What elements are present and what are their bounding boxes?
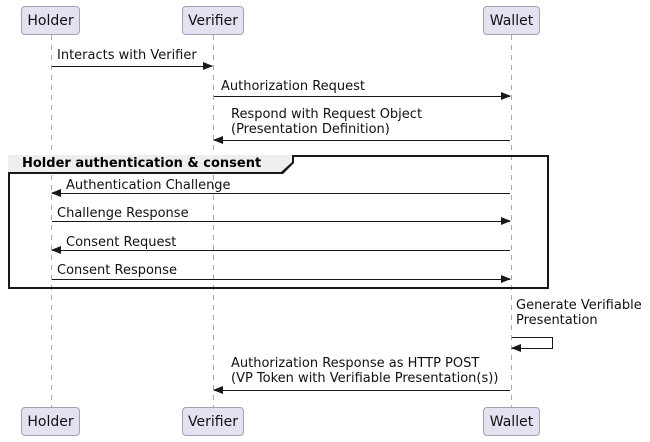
message-label: Consent Response bbox=[57, 263, 177, 278]
actor-box-holder-top: Holder bbox=[21, 6, 80, 35]
self-message-label: Generate Verifiable Presentation bbox=[516, 298, 642, 328]
message-label: Consent Request bbox=[66, 235, 177, 250]
message-arrow-left bbox=[51, 246, 510, 255]
group-header-label: Holder authentication & consent bbox=[8, 155, 292, 172]
self-message-loop bbox=[512, 337, 553, 349]
actor-box-wallet-bottom: Wallet bbox=[483, 407, 540, 436]
message-label: Challenge Response bbox=[57, 206, 189, 221]
message-arrow-right bbox=[52, 62, 213, 71]
message-label: Respond with Request Object (Presentatio… bbox=[231, 107, 423, 137]
message-arrow-left bbox=[213, 136, 510, 145]
message-label: Authorization Request bbox=[221, 79, 366, 94]
actor-box-verifier-bottom: Verifier bbox=[182, 407, 244, 436]
message-arrow-right bbox=[52, 275, 511, 284]
arrowhead-right-icon bbox=[501, 275, 511, 283]
arrowhead-left-icon bbox=[213, 386, 223, 394]
arrowhead-right-icon bbox=[203, 62, 213, 70]
actor-box-wallet-top: Wallet bbox=[483, 6, 540, 35]
holder-lifeline bbox=[51, 35, 52, 407]
arrowhead-left-icon bbox=[511, 344, 521, 352]
actor-box-holder-bottom: Holder bbox=[21, 407, 80, 436]
actor-box-verifier-top: Verifier bbox=[182, 6, 244, 35]
message-arrow-right bbox=[52, 217, 511, 226]
wallet-lifeline bbox=[511, 35, 512, 407]
message-arrow-left bbox=[51, 189, 510, 198]
message-label: Interacts with Verifier bbox=[57, 48, 197, 63]
arrowhead-left-icon bbox=[213, 136, 223, 144]
message-arrow-left bbox=[213, 386, 510, 395]
message-label: Authorization Response as HTTP POST (VP … bbox=[231, 356, 499, 386]
arrowhead-right-icon bbox=[501, 217, 511, 225]
message-label: Authentication Challenge bbox=[66, 178, 231, 193]
arrowhead-left-icon bbox=[51, 246, 61, 254]
arrowhead-right-icon bbox=[501, 92, 511, 100]
arrowhead-left-icon bbox=[51, 189, 61, 197]
message-arrow-right bbox=[214, 92, 511, 101]
